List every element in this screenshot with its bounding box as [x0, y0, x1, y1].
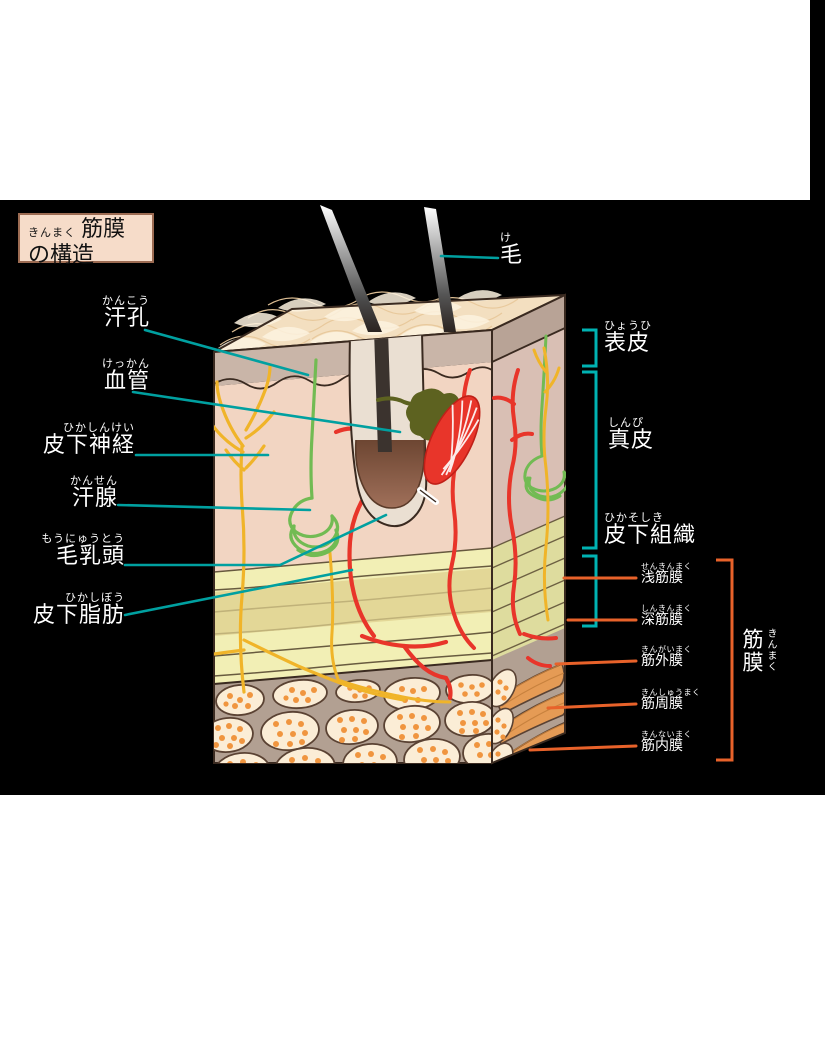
label-sweat-gland-text: 汗腺 [71, 486, 118, 511]
label-epidermis-furigana: ひょうひ [604, 319, 652, 332]
label-fascia-group: きんまく 筋膜 [740, 628, 776, 674]
label-subcut-nerve: ひかしんけい 皮下神経 [10, 422, 135, 458]
label-subcutaneous-furigana: ひかそしき [604, 511, 664, 524]
label-hair-text: 毛 [500, 243, 524, 268]
label-superficial-fascia-furigana: せんきんまく [641, 562, 692, 571]
label-perimysium-text: 筋周膜 [641, 696, 683, 712]
label-blood-vessel-text: 血管 [103, 369, 150, 394]
diagram-background [0, 200, 825, 795]
label-hair-papilla-text: 毛乳頭 [55, 544, 125, 569]
label-subcut-fat-text: 皮下脂肪 [32, 603, 125, 628]
label-epidermis: ひょうひ 表皮 [604, 320, 652, 356]
label-sweat-gland-furigana: かんせん [70, 474, 118, 487]
label-dermis-furigana: しんぴ [608, 416, 644, 429]
label-epimysium-text: 筋外膜 [641, 653, 683, 669]
top-right-black-strip [810, 0, 825, 200]
label-epimysium: きんがいまく 筋外膜 [641, 645, 692, 669]
label-perimysium-furigana: きんしゅうまく [641, 688, 701, 697]
label-hair-papilla: もうにゅうとう 毛乳頭 [10, 533, 125, 569]
label-subcutaneous-text: 皮下組織 [604, 523, 697, 548]
label-endomysium-text: 筋内膜 [641, 738, 683, 754]
label-hair: け 毛 [500, 232, 523, 268]
bottom-white-margin [0, 795, 825, 1053]
label-deep-fascia-furigana: しんきんまく [641, 604, 692, 613]
label-perimysium: きんしゅうまく 筋周膜 [641, 688, 701, 712]
label-dermis-text: 真皮 [608, 428, 655, 453]
label-deep-fascia-text: 深筋膜 [641, 612, 683, 628]
top-white-margin [0, 0, 810, 200]
label-subcut-fat: ひかしぼう 皮下脂肪 [8, 592, 125, 628]
label-endomysium-furigana: きんないまく [641, 730, 692, 739]
label-sweat-pore-furigana: かんこう [102, 294, 150, 307]
label-fascia-group-furigana: きんまく [765, 628, 776, 672]
title-chip: きんまく 筋膜の構造 [18, 213, 154, 268]
label-hair-papilla-furigana: もうにゅうとう [41, 532, 125, 545]
label-fascia-group-text: 筋膜 [740, 628, 764, 674]
page-title: 筋膜の構造 [28, 217, 126, 268]
label-sweat-pore-text: 汗孔 [103, 306, 150, 331]
label-sweat-pore: かんこう 汗孔 [20, 295, 150, 331]
label-deep-fascia: しんきんまく 深筋膜 [641, 604, 692, 628]
label-endomysium: きんないまく 筋内膜 [641, 730, 692, 754]
label-superficial-fascia-text: 浅筋膜 [641, 570, 683, 586]
label-hair-furigana: け [500, 231, 512, 244]
label-epidermis-text: 表皮 [604, 331, 651, 356]
label-epimysium-furigana: きんがいまく [641, 645, 692, 654]
label-subcutaneous: ひかそしき 皮下組織 [604, 512, 696, 548]
label-sweat-gland: かんせん 汗腺 [20, 475, 118, 511]
label-dermis: しんぴ 真皮 [608, 417, 654, 453]
label-subcut-nerve-text: 皮下神経 [42, 433, 135, 458]
label-subcut-nerve-furigana: ひかしんけい [63, 421, 135, 434]
label-superficial-fascia: せんきんまく 浅筋膜 [641, 562, 692, 586]
label-subcut-fat-furigana: ひかしぼう [65, 591, 125, 604]
title-furigana: きんまく [28, 226, 76, 239]
label-blood-vessel-furigana: けっかん [102, 357, 150, 370]
label-blood-vessel: けっかん 血管 [20, 358, 150, 394]
